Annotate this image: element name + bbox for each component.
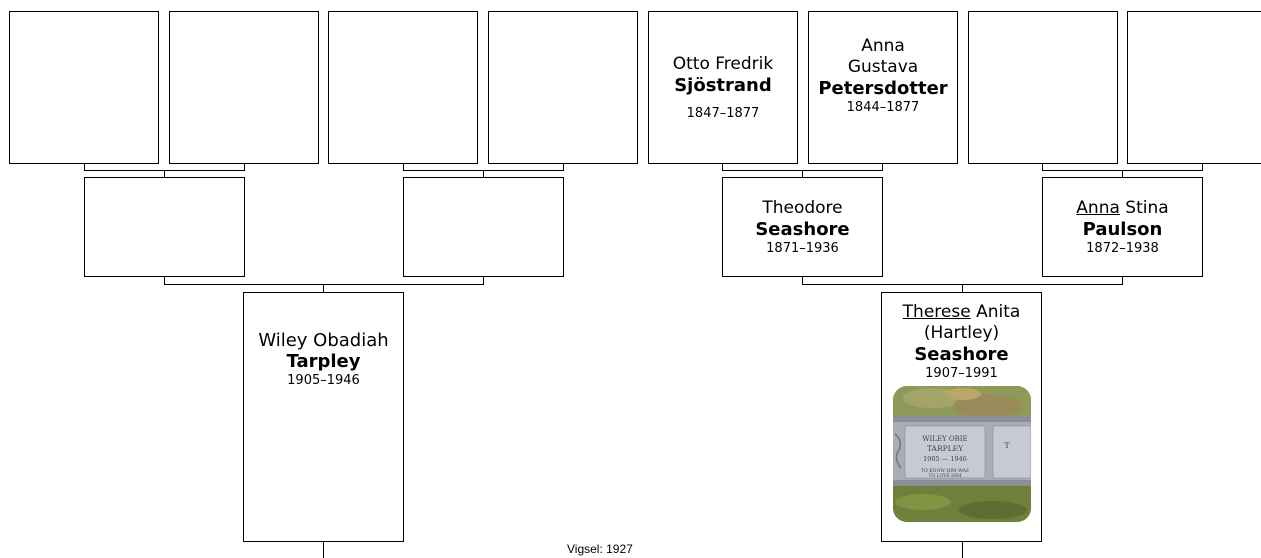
person-box-theodore-seashore[interactable]: Theodore Seashore 1871–1936 xyxy=(722,177,883,277)
connector-line xyxy=(802,277,803,285)
headstone-partial: T xyxy=(1004,441,1009,450)
person-box-anna-stina-paulson[interactable]: Anna Stina Paulson 1872–1938 xyxy=(1042,177,1203,277)
connector-line xyxy=(1122,170,1123,177)
headstone-line-5: TO LOVE HIM xyxy=(928,473,961,479)
headstone-photo[interactable]: WILEY OBIE TARPLEY 1905 — 1946 TO KNOW H… xyxy=(892,386,1031,522)
given-name: Therese Anita xyxy=(903,302,1021,323)
given-name: Anna Gustava xyxy=(847,36,919,77)
surname: Petersdotter xyxy=(818,78,948,99)
person-box-empty-5[interactable] xyxy=(968,11,1118,164)
connector-line xyxy=(563,164,564,171)
person-box-empty-1[interactable] xyxy=(9,11,159,164)
headstone-line-1: WILEY OBIE xyxy=(922,435,967,443)
person-box-anna-gustava-petersdotter[interactable]: Anna Gustava Petersdotter 1844–1877 xyxy=(808,11,958,164)
connector-line xyxy=(802,170,803,177)
connector-line xyxy=(962,542,963,558)
headstone-line-3: 1905 — 1946 xyxy=(923,455,967,463)
connector-line xyxy=(483,170,484,177)
connector-line xyxy=(164,284,484,285)
surname: Seashore xyxy=(755,218,850,240)
person-box-empty-2[interactable] xyxy=(169,11,319,164)
connector-line xyxy=(84,164,85,171)
maiden-name: (Hartley) xyxy=(923,323,1000,343)
connector-line xyxy=(403,164,404,171)
connector-line xyxy=(483,277,484,285)
given-name: Otto Fredrik xyxy=(672,54,774,74)
connector-line xyxy=(722,164,723,171)
person-box-empty-4[interactable] xyxy=(488,11,638,164)
connector-line xyxy=(882,164,883,171)
life-years: 1907–1991 xyxy=(925,366,998,381)
person-box-empty-7[interactable] xyxy=(84,177,245,277)
person-box-empty-8[interactable] xyxy=(403,177,564,277)
headstone-line-2: TARPLEY xyxy=(926,444,963,453)
headstone-image: WILEY OBIE TARPLEY 1905 — 1946 TO KNOW H… xyxy=(892,386,1031,522)
connector-line xyxy=(1042,164,1043,171)
person-box-therese-anita-seashore[interactable]: Therese Anita (Hartley) Seashore 1907–19… xyxy=(881,292,1042,542)
headstone-line-4: TO KNOW HIM WAS xyxy=(921,468,969,474)
connector-line xyxy=(164,277,165,285)
connector-line xyxy=(1202,164,1203,171)
given-name-rest: Stina xyxy=(1119,197,1169,218)
surname: Tarpley xyxy=(286,351,361,372)
given-name-underlined: Anna xyxy=(1076,197,1120,218)
person-box-empty-3[interactable] xyxy=(328,11,478,164)
life-years: 1905–1946 xyxy=(287,373,360,388)
marriage-info: Vigsel: 1927 xyxy=(567,542,633,556)
given-name-rest: Anita xyxy=(970,302,1021,322)
life-years: 1847–1877 xyxy=(686,106,760,121)
given-name: Wiley Obadiah xyxy=(258,330,389,351)
given-name: Theodore xyxy=(762,197,843,218)
connector-line xyxy=(1122,277,1123,285)
connector-line xyxy=(323,542,324,558)
connector-line xyxy=(244,164,245,171)
connector-line xyxy=(962,284,963,292)
person-box-wiley-obadiah-tarpley[interactable]: Wiley Obadiah Tarpley 1905–1946 xyxy=(243,292,404,542)
given-name: Anna Stina xyxy=(1076,198,1168,219)
surname: Seashore xyxy=(914,344,1009,365)
life-years: 1844–1877 xyxy=(846,100,920,115)
life-years: 1871–1936 xyxy=(766,240,839,256)
life-years: 1872–1938 xyxy=(1086,240,1159,256)
surname: Sjöstrand xyxy=(674,75,772,96)
person-box-empty-6[interactable] xyxy=(1127,11,1261,164)
connector-line xyxy=(164,170,165,177)
given-name-underlined: Therese xyxy=(902,302,971,322)
connector-line xyxy=(323,284,324,292)
surname: Paulson xyxy=(1082,218,1163,240)
person-box-otto-fredrik-sjostrand[interactable]: Otto Fredrik Sjöstrand 1847–1877 xyxy=(648,11,798,164)
